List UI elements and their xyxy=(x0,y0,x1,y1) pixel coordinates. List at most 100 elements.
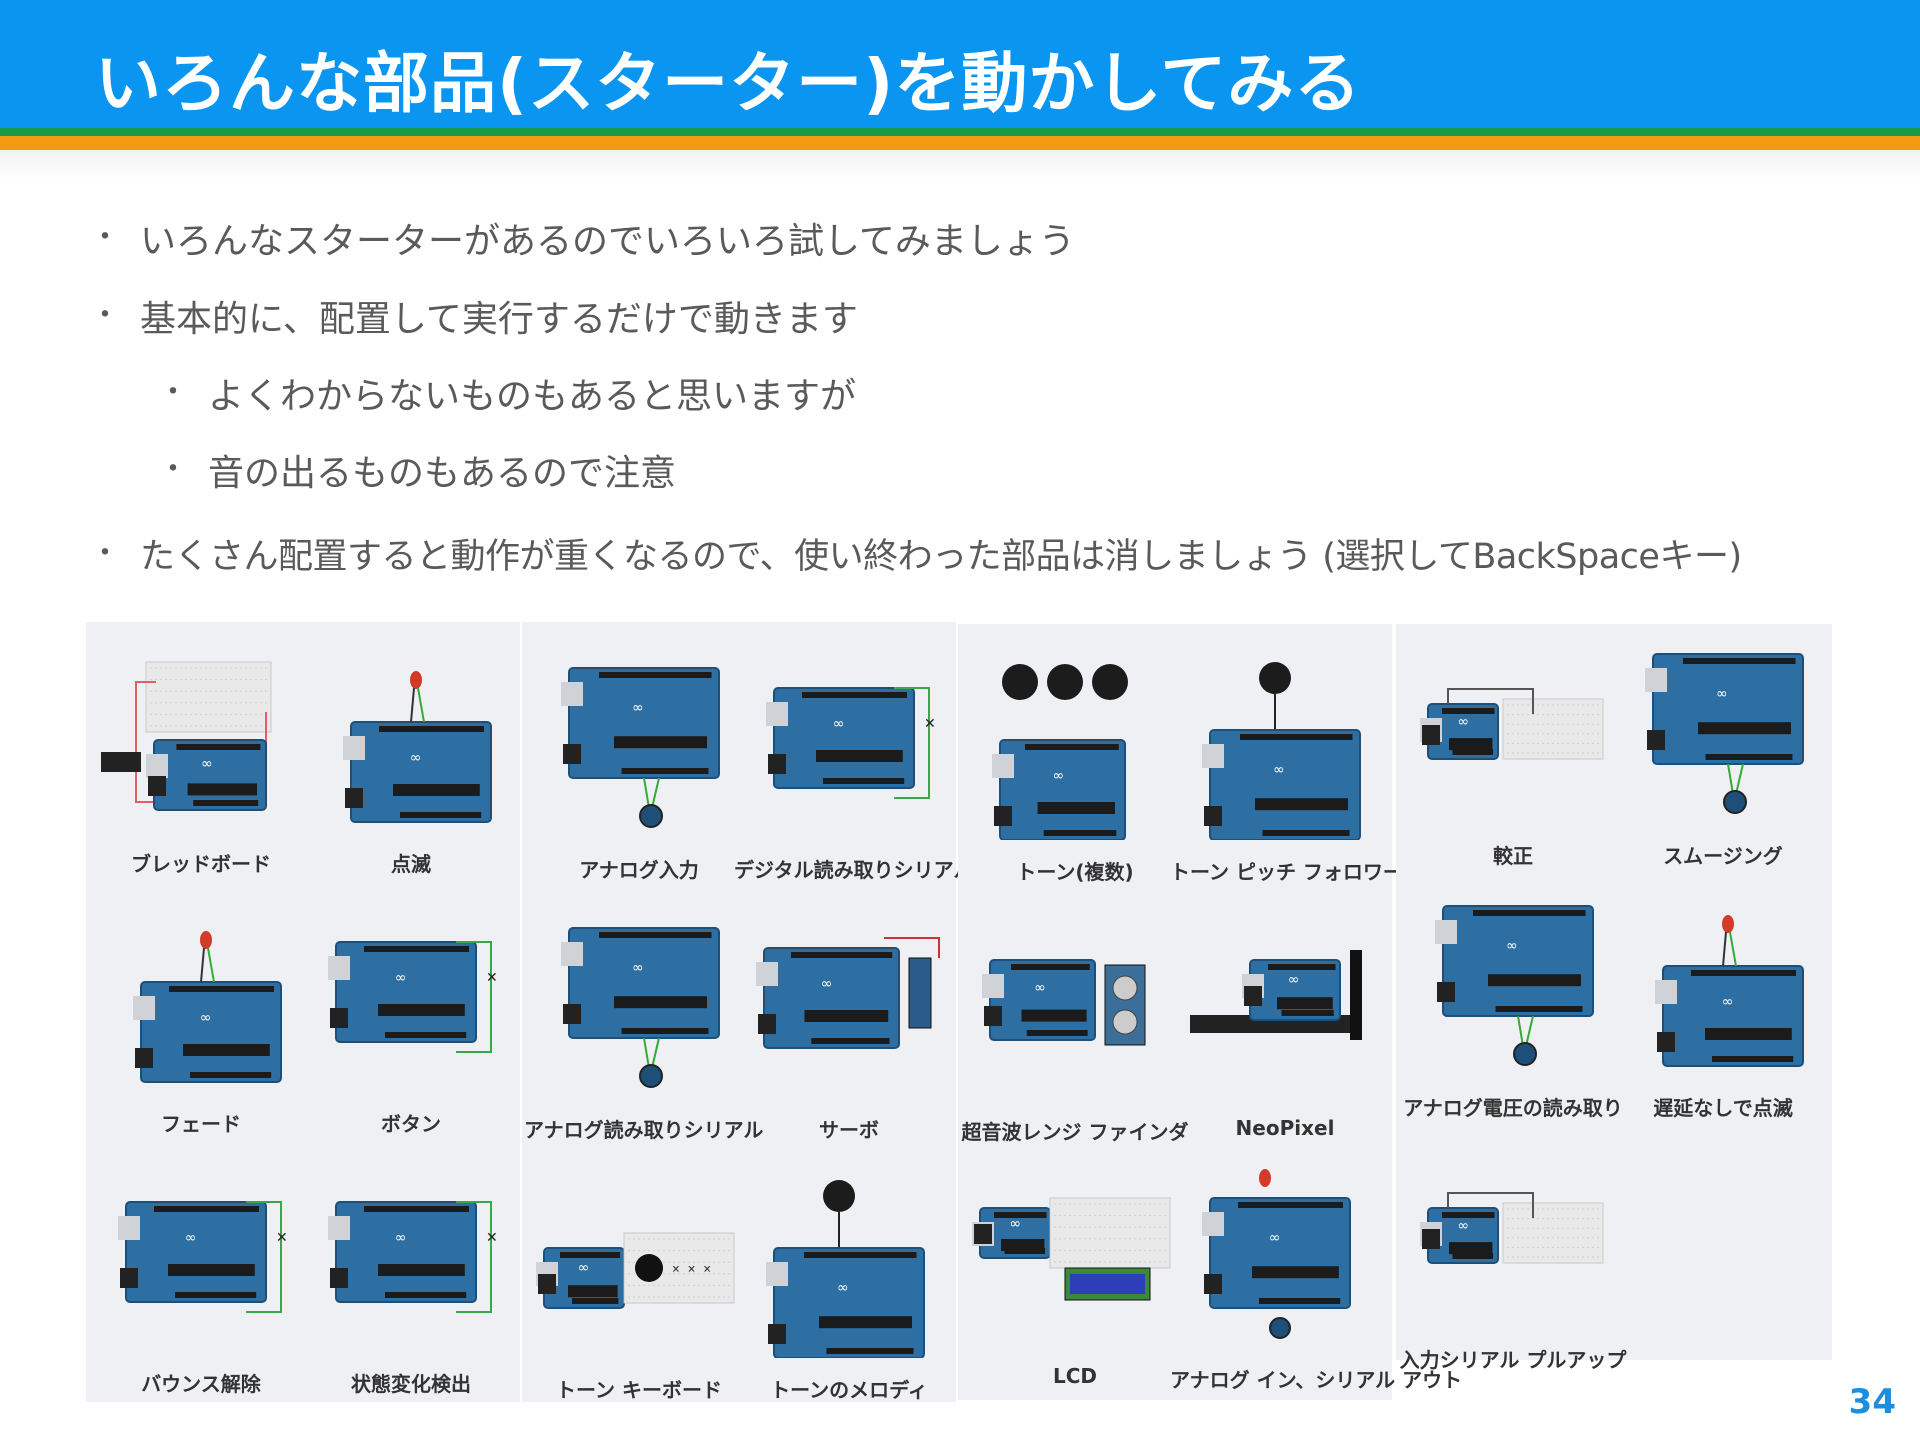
stripe-shadow xyxy=(0,150,1920,180)
svg-text:✕: ✕ xyxy=(486,1230,498,1246)
starter-card[interactable]: ∞ サーボ xyxy=(744,918,954,1158)
starter-card[interactable]: ∞ アナログ イン、シリアル アウト xyxy=(1170,1168,1462,1408)
bullet-item: ・ いろんなスターターがあるのでいろいろ試してみましょう xyxy=(90,212,1075,264)
starter-thumbnail: ∞✕ xyxy=(306,912,516,1092)
starter-thumbnail: ∞✕ xyxy=(306,1172,516,1352)
title-bar: いろんな部品(スターター)を動かしてみる xyxy=(0,0,1920,128)
starter-panel-1: ∞ ブレッドボード ∞ 点滅 ∞ フェード ∞✕ ボタン ∞✕ バウンス解除 ∞… xyxy=(86,622,520,1402)
starter-label: アナログ イン、シリアル アウト xyxy=(1170,1368,1463,1392)
starter-label: NeoPixel xyxy=(1235,1116,1335,1140)
starter-label: ブレッドボード xyxy=(131,852,271,876)
starter-thumbnail: ∞ xyxy=(96,652,306,832)
starter-label: アナログ入力 xyxy=(579,858,699,882)
starter-thumbnail: ∞ xyxy=(1618,896,1828,1076)
svg-text:∞: ∞ xyxy=(395,970,407,986)
svg-text:∞: ∞ xyxy=(833,716,845,732)
starter-thumbnail: ∞✕ xyxy=(96,1172,306,1352)
starter-card[interactable]: ∞ 点滅 xyxy=(306,652,516,892)
svg-text:∞: ∞ xyxy=(1716,686,1728,702)
bullet-item-sub: ・ よくわからないものもあると思いますが xyxy=(158,367,856,419)
bullet-dot: ・ xyxy=(158,375,188,410)
bullet-text: たくさん配置すると動作が重くなるので、使い終わった部品は消しましょう (選択して… xyxy=(140,537,1742,577)
starter-card[interactable]: ∞ 超音波レンジ ファインダ xyxy=(962,920,1188,1160)
svg-text:∞: ∞ xyxy=(1457,714,1469,730)
svg-text:∞: ∞ xyxy=(201,756,213,772)
starter-card[interactable]: ∞✕ バウンス解除 xyxy=(96,1172,306,1412)
svg-text:✕: ✕ xyxy=(276,1230,288,1246)
bullet-text: いろんなスターターがあるのでいろいろ試してみましょう xyxy=(140,221,1075,262)
starter-thumbnail: ∞ xyxy=(744,918,954,1098)
starter-card[interactable]: ∞ LCD xyxy=(970,1168,1180,1408)
starter-card[interactable]: ∞✕ ボタン xyxy=(306,912,516,1152)
starter-card[interactable]: ∞ フェード xyxy=(96,912,306,1152)
starter-card[interactable]: ∞ スムージング xyxy=(1618,644,1828,884)
starter-card[interactable]: ∞ NeoPixel xyxy=(1180,920,1390,1160)
starter-label: 較正 xyxy=(1493,844,1533,868)
svg-text:∞: ∞ xyxy=(632,700,644,716)
svg-text:∞: ∞ xyxy=(395,1230,407,1246)
starter-panel-2: ∞ アナログ入力 ∞✕ デジタル読み取りシリアル ∞ アナログ読み取りシリアル … xyxy=(522,622,973,1402)
bullet-dot: ・ xyxy=(158,452,188,487)
svg-text:∞: ∞ xyxy=(1506,938,1518,954)
starter-thumbnail: ∞ xyxy=(970,920,1180,1100)
svg-text:∞: ∞ xyxy=(837,1280,849,1296)
starter-thumbnail: ∞ xyxy=(1408,1148,1618,1328)
starter-card[interactable]: ∞ トーン ピッチ フォロワー xyxy=(1170,660,1403,900)
starter-label: 遅延なしで点滅 xyxy=(1653,1096,1793,1120)
svg-text:× × ×: × × × xyxy=(672,1262,711,1277)
starter-label: デジタル読み取りシリアル xyxy=(734,858,974,882)
svg-text:∞: ∞ xyxy=(1053,768,1065,784)
svg-text:∞: ∞ xyxy=(578,1260,590,1276)
starter-thumbnail: ∞ xyxy=(744,1178,954,1359)
stripe-green xyxy=(0,128,1920,136)
starter-card[interactable]: ∞ ブレッドボード xyxy=(96,652,306,892)
starter-card[interactable]: ∞✕ 状態変化検出 xyxy=(306,1172,516,1412)
starter-card[interactable]: ∞× × × トーン キーボード xyxy=(534,1178,744,1418)
starter-label: フェード xyxy=(161,1112,241,1136)
starter-card[interactable]: ∞ 入力シリアル プルアップ xyxy=(1400,1148,1626,1388)
starter-label: サーボ xyxy=(819,1118,879,1142)
starter-label: トーンのメロディ xyxy=(770,1378,928,1402)
starter-thumbnail: ∞ xyxy=(1180,660,1390,841)
slide-title: いろんな部品(スターター)を動かしてみる xyxy=(95,45,1362,122)
svg-text:∞: ∞ xyxy=(185,1230,197,1246)
starter-thumbnail: ∞ xyxy=(306,652,516,832)
starter-card[interactable]: ∞ トーンのメロディ xyxy=(744,1178,954,1418)
starter-card[interactable]: ∞ 遅延なしで点滅 xyxy=(1618,896,1828,1136)
starter-card[interactable]: ∞ 較正 xyxy=(1408,644,1618,884)
bullet-item-sub: ・ 音の出るものもあるので注意 xyxy=(158,444,676,496)
bullet-dot: ・ xyxy=(90,536,120,571)
starter-label: アナログ読み取りシリアル xyxy=(524,1118,764,1142)
starter-thumbnail: ∞ xyxy=(534,658,744,838)
stripe-orange xyxy=(0,136,1920,150)
svg-text:∞: ∞ xyxy=(200,1010,212,1026)
svg-text:∞: ∞ xyxy=(410,750,422,766)
starter-panel-4: ∞ 較正 ∞ スムージング ∞ アナログ電圧の読み取り ∞ 遅延なしで点滅 ∞ … xyxy=(1396,624,1832,1372)
page-number: 34 xyxy=(1848,1382,1896,1422)
starter-label: 点滅 xyxy=(391,852,431,876)
svg-text:∞: ∞ xyxy=(1269,1230,1281,1246)
starter-card[interactable]: ∞ トーン(複数) xyxy=(970,660,1180,900)
svg-text:✕: ✕ xyxy=(924,716,936,732)
starter-card[interactable]: ∞ アナログ電圧の読み取り xyxy=(1403,896,1623,1136)
bullet-dot: ・ xyxy=(90,298,120,333)
starter-card[interactable]: ∞ アナログ読み取りシリアル xyxy=(524,918,763,1158)
starter-thumbnail: ∞ × × × xyxy=(534,1178,744,1358)
starter-thumbnail: ∞ xyxy=(1180,920,1390,1100)
starter-label: ボタン xyxy=(381,1112,441,1136)
bullet-item: ・ 基本的に、配置して実行するだけで動きます xyxy=(90,290,858,342)
svg-text:∞: ∞ xyxy=(1009,1216,1021,1232)
starter-card[interactable]: ∞ アナログ入力 xyxy=(534,658,744,898)
svg-text:∞: ∞ xyxy=(1457,1218,1469,1234)
svg-text:∞: ∞ xyxy=(1273,762,1285,778)
starter-label: バウンス解除 xyxy=(141,1372,261,1396)
starter-card[interactable]: ∞ ✕ デジタル読み取りシリアル xyxy=(734,658,973,898)
starter-thumbnail: ∞ xyxy=(534,918,744,1098)
starter-thumbnail: ∞ xyxy=(1408,644,1618,824)
starter-thumbnail: ∞ xyxy=(970,1168,1180,1348)
svg-text:∞: ∞ xyxy=(821,976,833,992)
starter-label: 入力シリアル プルアップ xyxy=(1399,1348,1627,1372)
starter-thumbnail: ∞ xyxy=(1618,644,1828,824)
svg-text:∞: ∞ xyxy=(1722,994,1734,1010)
svg-text:∞: ∞ xyxy=(632,960,644,976)
